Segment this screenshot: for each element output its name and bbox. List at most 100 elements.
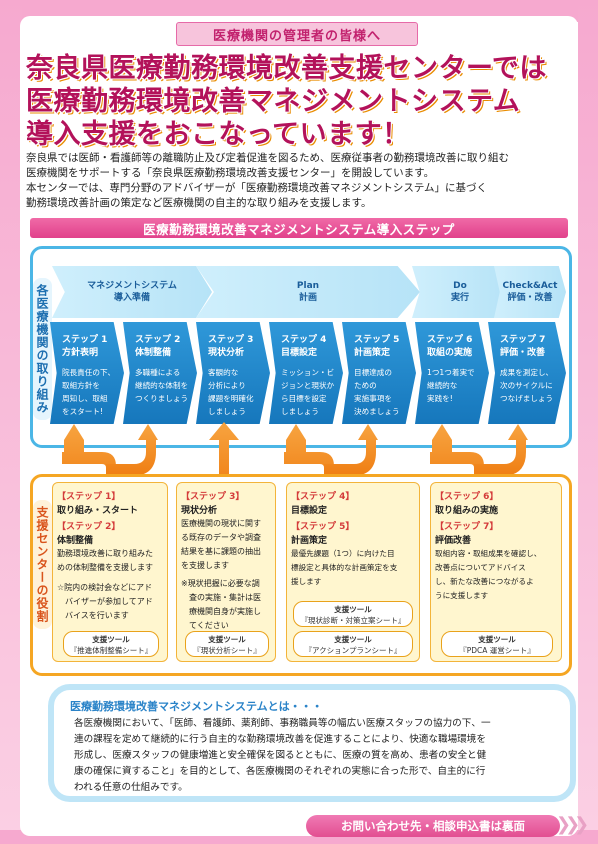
- support-tool-badge: 支援ツール 『現状診断・対策立案シート』: [293, 601, 413, 627]
- card-step-title: 現状分析: [181, 506, 218, 516]
- about-title: 医療勤務環境改善マネジメントシステムとは・・・: [70, 700, 323, 713]
- card-step-title: 目標設定: [291, 506, 328, 516]
- support-tool-badge: 支援ツール 『PDCA 運営シート』: [441, 631, 553, 657]
- step-number: ステップ 6: [427, 335, 473, 345]
- about-line: 各医療機関において、「医師、看護師、薬剤師、事務職員等の幅広い医療スタッフの協力…: [74, 718, 491, 729]
- intro-line: 勤務環境改善計画の策定など医療機関の自主的な取り組みを支援します。: [26, 197, 372, 209]
- tool-label: 支援ツール: [92, 635, 130, 644]
- about-line: 連の課程を定めて継続的に行う自主的な勤務環境改善を促進することにより、快適な職場…: [74, 734, 486, 745]
- section-title-text: 医療勤務環境改善マネジメントシステム導入ステップ: [143, 221, 455, 237]
- chevron-right-icon: ❯❯❯: [556, 814, 589, 835]
- tool-label: 支援ツール: [334, 605, 372, 614]
- support-tool-badge: 支援ツール 『推進体制整備シート』: [63, 631, 159, 657]
- headline-line-3: 導入支援をおこなっています！: [26, 119, 410, 150]
- about-line: 康の確保に資すること」を目的として、各医療機関のそれぞれの実態に合った形で、自主…: [74, 766, 486, 777]
- intro-line: 医療機関をサポートする「奈良県医療勤務環境改善支援センター」を開設しています。: [26, 167, 435, 179]
- step-number: ステップ 7: [500, 335, 546, 345]
- support-card-steps-6-7: 【ステップ 6】 取り組みの実施 【ステップ 7】 評価改善 取組内容・取組成果…: [430, 482, 562, 662]
- support-card-steps-4-5: 【ステップ 4】 目標設定 【ステップ 5】 計画策定 最優先課題（1つ）に向け…: [286, 482, 420, 662]
- intro-line: 奈良県では医師・看護師等の離職防止及び定着促進を図るため、医療従事者の勤務環境改…: [26, 152, 509, 164]
- support-side-label-text: 支援センターの役割: [33, 500, 52, 629]
- card-note: ☆院内の検討会などにアド バイザーが参加してアド バイスを行います: [57, 583, 153, 620]
- support-arrows: [62, 422, 528, 492]
- audience-banner-text: 医療機関の管理者の皆様へ: [212, 28, 381, 44]
- step-5: ステップ 5 計画策定 目標達成の ための 実施事項を 決めましょう: [342, 322, 416, 424]
- card-step-heading: 【ステップ 7】: [435, 522, 499, 532]
- card-step-heading: 【ステップ 5】: [291, 522, 355, 532]
- phase-label: Check&Act: [502, 281, 558, 291]
- frame-right: [578, 0, 598, 844]
- step-title: 評価・改善: [500, 348, 546, 358]
- tool-name: 『アクションプランシート』: [304, 646, 402, 655]
- step-title: 目標設定: [281, 348, 318, 358]
- section-title: 医療勤務環境改善マネジメントシステム導入ステップ: [30, 218, 568, 238]
- card-note: ※現状把握に必要な調 査の実施・集計は医 療機関自身が実施し てください: [181, 579, 261, 630]
- card-step-title: 体制整備: [57, 536, 94, 546]
- headline: 奈良県医療勤務環境改善支援センターでは 医療勤務環境改善マネジメントシステム 導…: [26, 52, 586, 151]
- step-title: 取組の実施: [427, 348, 473, 358]
- tool-name: 『推進体制整備シート』: [69, 646, 153, 655]
- step-title: 現状分析: [208, 348, 245, 358]
- card-step-title: 取り組み・スタート: [57, 506, 139, 516]
- step-4: ステップ 4 目標設定 ミッション・ビ ジョンと現状か ら目標を設定 しましょう: [269, 322, 343, 424]
- card-step-heading: 【ステップ 6】: [435, 492, 499, 502]
- step-number: ステップ 5: [354, 335, 400, 345]
- phase-label: Do: [453, 281, 467, 291]
- card-step-heading: 【ステップ 4】: [291, 492, 355, 502]
- step-number: ステップ 3: [208, 335, 254, 345]
- arrow-steps-1-2: [62, 424, 158, 492]
- card-step-title: 取り組みの実施: [435, 506, 499, 516]
- step-3: ステップ 3 現状分析 客観的な 分析により 課題を明確化 しましょう: [196, 322, 270, 424]
- step-desc: 目標達成の ための 実施事項を 決めましょう: [354, 368, 400, 416]
- step-2: ステップ 2 体制整備 多職種による 継続的な体制を つくりましょう: [123, 322, 197, 424]
- contact-text: お問い合わせ先・相談申込書は裏面: [341, 819, 525, 833]
- support-side-label: 支援センターの役割: [33, 500, 52, 660]
- headline-line-2: 医療勤務環境改善マネジメントシステム: [26, 86, 521, 117]
- about-panel: [48, 684, 576, 802]
- phase-sub: 計画: [298, 293, 317, 303]
- card-desc: 取組内容・取組成果を確認し、 改善点についてアドバイス し、新たな改善につながる…: [435, 549, 542, 600]
- card-step-heading: 【ステップ 1】: [57, 492, 121, 502]
- phase-do: Do 実行: [412, 266, 508, 318]
- arrow-steps-4-5: [284, 424, 378, 492]
- flow-side-label-text: 各医療機関の取り組み: [33, 278, 52, 420]
- phase-plan: Plan 計画: [196, 266, 420, 318]
- tool-name: 『現状診断・対策立案シート』: [300, 616, 406, 625]
- step-number: ステップ 1: [62, 335, 108, 345]
- step-7: ステップ 7 評価・改善 成果を測定し、 次のサイクルに つなげましょう: [488, 322, 566, 424]
- step-title: 体制整備: [135, 348, 172, 358]
- card-desc: 勤務環境改善に取り組みた めの体制整備を支援します: [57, 549, 153, 572]
- support-card-steps-1-2: 【ステップ 1】 取り組み・スタート 【ステップ 2】 体制整備 勤務環境改善に…: [52, 482, 168, 662]
- step-number: ステップ 2: [135, 335, 181, 345]
- step-desc: ミッション・ビ ジョンと現状か ら目標を設定 しましょう: [281, 368, 335, 416]
- step-number: ステップ 4: [281, 335, 327, 345]
- about-line: われる任意の仕組みです。: [74, 782, 188, 793]
- card-step-heading: 【ステップ 2】: [57, 522, 121, 532]
- phase-label: Plan: [296, 281, 320, 291]
- tool-label: 支援ツール: [334, 635, 372, 644]
- step-1: ステップ 1 方針表明 院長責任の下、 取組方針を 周知し、取組 をスタート!: [50, 322, 124, 424]
- step-desc: 成果を測定し、 次のサイクルに つなげましょう: [500, 368, 554, 403]
- support-tool-badge: 支援ツール 『現状分析シート』: [185, 631, 269, 657]
- phase-check-act: Check&Act 評価・改善: [494, 266, 566, 318]
- support-tool-badge: 支援ツール 『アクションプランシート』: [293, 631, 413, 657]
- phase-sub: 実行: [450, 293, 469, 303]
- intro-text: 奈良県では医師・看護師等の離職防止及び定着促進を図るため、医療従事者の勤務環境改…: [26, 151, 578, 211]
- card-step-title: 計画策定: [291, 536, 328, 546]
- tool-label: 支援ツール: [208, 635, 246, 644]
- about-line: 形成し、医療スタッフの健康増進と安全確保を図るとともに、医療の質を高め、患者の安…: [74, 750, 487, 761]
- frame-left: [0, 0, 22, 844]
- phase-label: マネジメントシステム: [87, 281, 177, 291]
- phase-sub: 評価・改善: [507, 293, 553, 303]
- step-desc: 多職種による 継続的な体制を つくりましょう: [135, 368, 189, 403]
- audience-banner: 医療機関の管理者の皆様へ: [176, 22, 418, 46]
- card-desc: 最優先課題（1つ）に向けた目 標設定と具体的な計画策定を支 援します: [291, 549, 398, 586]
- step-6: ステップ 6 取組の実施 1つ1つ着実で 継続的な 実践を!: [415, 322, 489, 424]
- step-title: 方針表明: [62, 348, 99, 358]
- step-desc: 院長責任の下、 取組方針を 周知し、取組 をスタート!: [62, 368, 116, 416]
- intro-line: 本センターでは、専門分野のアドバイザーが「医療勤務環境改善マネジメントシステム」…: [26, 182, 488, 194]
- step-desc: 客観的な 分析により 課題を明確化 しましょう: [208, 368, 254, 416]
- phase-sub: 導入準備: [113, 293, 150, 303]
- headline-line-1: 奈良県医療勤務環境改善支援センターでは: [26, 53, 547, 84]
- contact-button[interactable]: お問い合わせ先・相談申込書は裏面: [306, 815, 560, 837]
